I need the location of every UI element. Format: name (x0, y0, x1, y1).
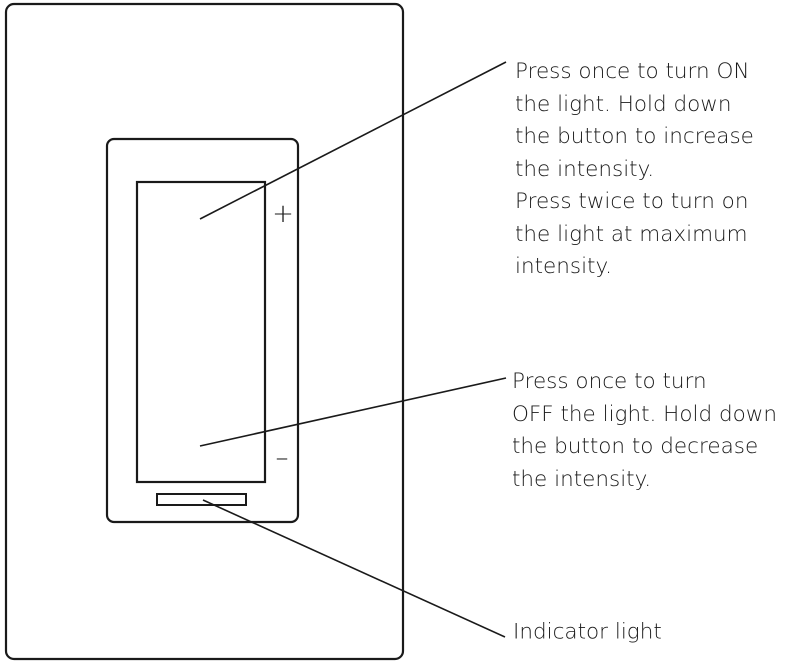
callout-line: intensity. (515, 254, 612, 279)
minus-symbol-icon: – (276, 443, 289, 473)
plus-symbol-icon: + (272, 199, 294, 229)
callout-line: the button to decrease (512, 434, 759, 459)
callout-line: OFF the light. Hold down (512, 401, 777, 427)
wall-plate (4, 2, 405, 661)
callout-line: the intensity. (512, 466, 652, 492)
leader-line-indicator (202, 499, 506, 638)
callout-line: Press once to turn (512, 369, 707, 394)
callout-line: the light at maximum (515, 221, 748, 247)
leader-line-on (199, 61, 507, 220)
callout-line: Press twice to turn on (515, 189, 749, 214)
rocker-button[interactable] (135, 180, 267, 484)
callout-line: Press once to turn ON (515, 59, 750, 84)
callout-indicator-light: Indicator light (513, 617, 662, 650)
callout-line: the intensity. (515, 156, 655, 182)
switch-frame (105, 137, 300, 524)
callout-line: Indicator light (513, 619, 662, 645)
leader-line-off (199, 377, 507, 447)
callout-off-button: Press once to turn OFF the light. Hold d… (512, 366, 777, 496)
callout-line: the button to increase (515, 124, 754, 149)
indicator-light (156, 493, 247, 506)
callout-line: the light. Hold down (515, 91, 732, 117)
callout-on-button: Press once to turn ON the light. Hold do… (515, 56, 754, 284)
